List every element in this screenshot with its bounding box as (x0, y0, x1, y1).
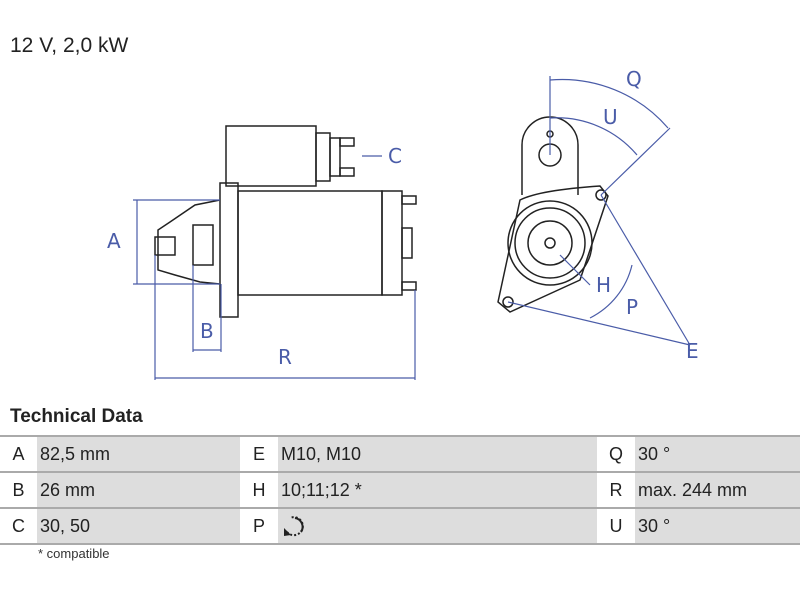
spec-value: 30 ° (635, 437, 800, 471)
spec-value-rotation (278, 509, 597, 543)
pinion-gear (192, 224, 214, 266)
technical-data-title: Technical Data (10, 406, 143, 427)
front-view (497, 116, 609, 313)
label-R: R (278, 345, 292, 369)
spec-value: 82,5 mm (37, 437, 240, 471)
arc-Q (549, 78, 669, 129)
spec-key: R (597, 473, 635, 507)
spec-value: 30 ° (635, 509, 800, 543)
label-P: P (626, 295, 638, 319)
dimension-lines (133, 155, 416, 380)
flange-outline (497, 185, 609, 313)
end-cap (381, 190, 403, 296)
motor-body (237, 190, 383, 296)
mounting-flange (219, 182, 239, 318)
spec-key: E (240, 437, 278, 471)
spec-key: P (240, 509, 278, 543)
spec-value: 30, 50 (37, 509, 240, 543)
drive-housing (157, 199, 221, 285)
front-dimensions (507, 76, 691, 346)
table-row: A 82,5 mm E M10, M10 Q 30 ° (0, 437, 800, 473)
side-view (154, 125, 417, 318)
footnote: * compatible (38, 546, 110, 561)
technical-drawing: A B C R Q U H P E (107, 67, 699, 380)
spec-key: A (0, 437, 37, 471)
spec-value: max. 244 mm (635, 473, 800, 507)
spec-value: 26 mm (37, 473, 240, 507)
bolt-hole-1 (595, 189, 607, 201)
technical-data-table: A 82,5 mm E M10, M10 Q 30 ° B 26 mm H 10… (0, 435, 800, 545)
solenoid-cap (315, 132, 331, 182)
arc-P (589, 264, 633, 319)
label-U: U (603, 105, 618, 129)
spec-key: C (0, 509, 37, 543)
label-H: H (596, 273, 611, 297)
counter-clockwise-rotation-icon (284, 516, 304, 537)
table-row: C 30, 50 P U 30 ° (0, 509, 800, 545)
label-Q: Q (626, 67, 642, 91)
label-B: B (200, 319, 214, 343)
table-row: B 26 mm H 10;11;12 * R max. 244 mm (0, 473, 800, 509)
spec-key: B (0, 473, 37, 507)
spec-key: H (240, 473, 278, 507)
arc-U (549, 117, 638, 156)
label-A: A (107, 229, 121, 253)
spec-key: Q (597, 437, 635, 471)
product-spec-heading: 12 V, 2,0 kW (10, 34, 129, 57)
spec-key: U (597, 509, 635, 543)
label-E: E (686, 339, 699, 363)
spec-value: M10, M10 (278, 437, 597, 471)
label-C: C (388, 144, 402, 168)
solenoid-body (225, 125, 317, 187)
housing-circle (507, 200, 593, 286)
bolt-hole-2 (502, 296, 514, 308)
leader-H (559, 254, 591, 286)
spec-value: 10;11;12 * (278, 473, 597, 507)
